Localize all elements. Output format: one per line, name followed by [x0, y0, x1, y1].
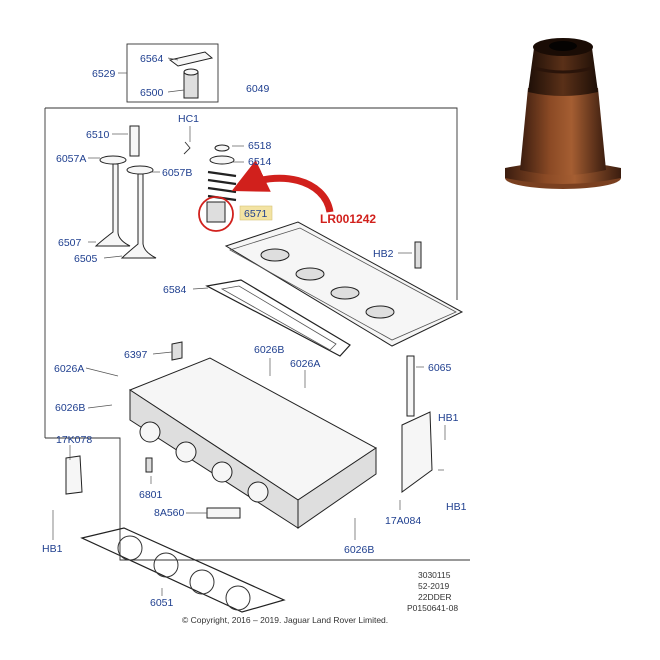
seal-highlight-circle [198, 196, 234, 232]
valves [94, 125, 157, 259]
callout-labels: 6564 6529 6500 6049 6510 HC1 6518 6057A … [42, 53, 467, 609]
ref-code-4: P0150641-08 [407, 603, 458, 613]
callout-6397: 6397 [124, 349, 148, 361]
camshaft-carrier [224, 221, 464, 347]
ref-code-1: 3030115 [418, 570, 451, 580]
callout-6801: 6801 [139, 489, 163, 501]
side-parts [65, 241, 433, 519]
callout-17a084: 17A084 [385, 515, 421, 527]
callout-6518: 6518 [248, 140, 272, 152]
highlight-arrow [231, 160, 334, 213]
callout-6057b: 6057B [162, 167, 192, 179]
callout-6026a-right: 6026A [290, 358, 320, 370]
callout-6584: 6584 [163, 284, 187, 296]
valve-stem-seal-photo [505, 38, 621, 189]
callout-6564: 6564 [140, 53, 164, 65]
spring-stack [183, 141, 237, 232]
callout-6507: 6507 [58, 237, 82, 249]
callout-6065: 6065 [428, 362, 452, 374]
callout-6500: 6500 [140, 87, 164, 99]
callout-hb2: HB2 [373, 248, 394, 260]
callout-6026a-left: 6026A [54, 363, 84, 375]
ref-code-3: 22DDER [418, 592, 452, 602]
callout-8a560: 8A560 [154, 507, 185, 519]
highlight-callout-box [239, 205, 273, 221]
callout-hb1-left: HB1 [42, 543, 63, 555]
callout-6510: 6510 [86, 129, 110, 141]
highlight-part-number: LR001242 [320, 212, 376, 226]
reference-codes: 3030115 52-2019 22DDER P0150641-08 [407, 570, 458, 613]
cylinder-head [128, 357, 377, 529]
ref-code-2: 52-2019 [418, 581, 449, 591]
callout-17k078: 17K078 [56, 434, 92, 446]
callout-6571: 6571 [244, 208, 268, 220]
callout-hc1: HC1 [178, 113, 199, 125]
callout-6505: 6505 [74, 253, 98, 265]
callout-hb1-right: HB1 [438, 412, 459, 424]
callout-6026b-top: 6026B [254, 344, 284, 356]
callout-6026b-bottom: 6026B [344, 544, 374, 556]
callout-6529: 6529 [92, 68, 116, 80]
callout-hb1-lower-right: HB1 [446, 501, 467, 513]
callout-6514: 6514 [248, 156, 272, 168]
copyright: © Copyright, 2016 – 2019. Jaguar Land Ro… [182, 615, 388, 625]
head-gasket [80, 527, 286, 613]
callout-6026b-left: 6026B [55, 402, 85, 414]
leader-lines [52, 57, 446, 596]
cam-cover-gasket [205, 279, 351, 357]
valve-box-outline [44, 107, 470, 561]
rocker-box [126, 43, 219, 103]
callout-6051: 6051 [150, 597, 174, 609]
callout-6057a: 6057A [56, 153, 86, 165]
callout-6049: 6049 [246, 83, 270, 95]
